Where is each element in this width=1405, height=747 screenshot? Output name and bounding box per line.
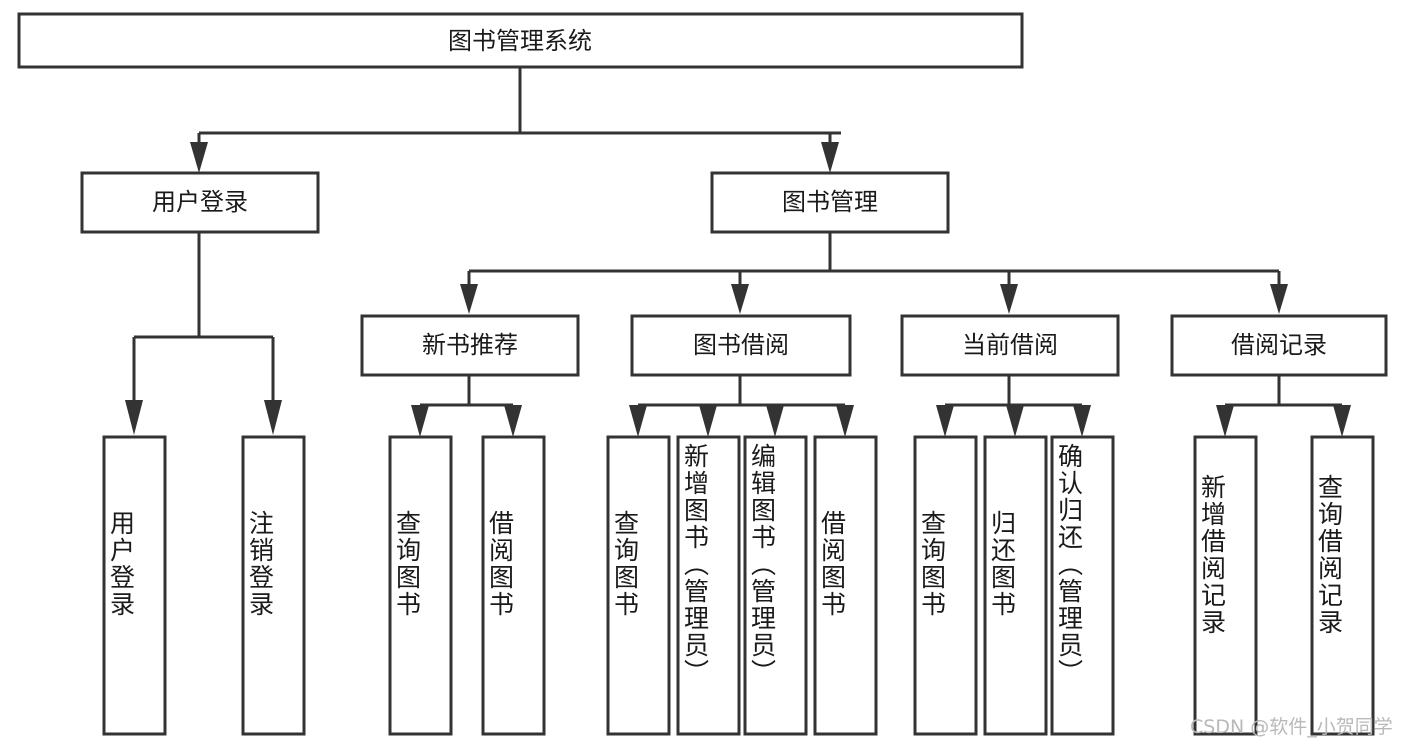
node-book-manage[interactable]: 图书管理 — [710, 171, 950, 234]
arrow-head-borrow-record — [1270, 284, 1288, 314]
arrow-head-leaf-confirm-return — [1073, 405, 1091, 437]
connector-layer — [125, 67, 1351, 437]
arrow-head-leaf-query-record — [1333, 405, 1351, 437]
node-book-borrow-box[interactable] — [630, 314, 852, 377]
arrow-head-leaf-query-book-2 — [629, 405, 647, 437]
arrow-head-leaf-borrow-book-2 — [836, 405, 854, 437]
arrow-head-new-book-recommend — [460, 284, 478, 314]
arrow-head-book-manage — [821, 142, 839, 173]
node-new-book-recommend[interactable]: 新书推荐 — [360, 314, 580, 377]
node-borrow-record-label: 借阅记录 — [1231, 331, 1327, 359]
arrow-head-leaf-user-login — [125, 400, 143, 435]
leaf-confirm-return-box[interactable] — [1050, 435, 1115, 736]
node-user-login[interactable]: 用户登录 — [80, 171, 320, 234]
leaf-return-book-box[interactable] — [983, 435, 1048, 736]
node-book-manage-label: 图书管理 — [782, 188, 878, 216]
node-book-manage-box[interactable] — [710, 171, 950, 234]
arrow-head-leaf-user-logout — [264, 400, 282, 435]
node-root-label: 图书管理系统 — [448, 27, 592, 55]
node-user-login-label: 用户登录 — [152, 188, 248, 216]
leaf-edit-book-box[interactable] — [743, 435, 808, 736]
arrow-head-leaf-borrow-book-1 — [504, 405, 522, 437]
node-book-borrow[interactable]: 图书借阅 — [630, 314, 852, 377]
arrow-head-leaf-return-book — [1006, 405, 1024, 437]
node-borrow-record-box[interactable] — [1170, 314, 1388, 377]
arrow-head-leaf-query-book-1 — [411, 405, 429, 437]
node-user-login-box[interactable] — [80, 171, 320, 234]
arrow-head-leaf-edit-book — [766, 405, 784, 437]
leaf-add-book-box[interactable] — [676, 435, 741, 736]
node-new-book-recommend-label: 新书推荐 — [422, 331, 518, 359]
node-current-borrow-box[interactable] — [900, 314, 1120, 377]
arrow-head-user-login — [190, 142, 208, 173]
arrow-head-current-borrow — [1000, 284, 1018, 314]
leaf-borrow-book-2-box[interactable] — [813, 435, 878, 736]
leaf-user-login-box[interactable] — [102, 435, 167, 736]
node-current-borrow-label: 当前借阅 — [962, 331, 1058, 359]
arrow-head-leaf-query-book-3 — [936, 405, 954, 437]
arrow-head-leaf-add-record — [1216, 405, 1234, 437]
node-root[interactable]: 图书管理系统 — [17, 12, 1024, 69]
csdn-watermark: CSDN @软件_小贺同学 — [1190, 716, 1393, 738]
leaf-query-book-3-box[interactable] — [913, 435, 978, 736]
arrow-head-book-borrow — [731, 284, 749, 314]
node-new-book-recommend-box[interactable] — [360, 314, 580, 377]
node-borrow-record[interactable]: 借阅记录 — [1170, 314, 1388, 377]
leaf-query-book-2-box[interactable] — [606, 435, 671, 736]
node-book-borrow-label: 图书借阅 — [693, 331, 789, 359]
leaf-borrow-book-1-box[interactable] — [481, 435, 546, 736]
node-root-box[interactable] — [17, 12, 1024, 69]
leaf-user-logout-box[interactable] — [241, 435, 306, 736]
arrow-head-leaf-add-book — [699, 405, 717, 437]
leaf-add-record-box[interactable] — [1193, 435, 1258, 736]
node-current-borrow[interactable]: 当前借阅 — [900, 314, 1120, 377]
leaf-query-record-box[interactable] — [1310, 435, 1375, 736]
leaf-boxes — [102, 435, 1375, 736]
leaf-query-book-1-box[interactable] — [388, 435, 453, 736]
